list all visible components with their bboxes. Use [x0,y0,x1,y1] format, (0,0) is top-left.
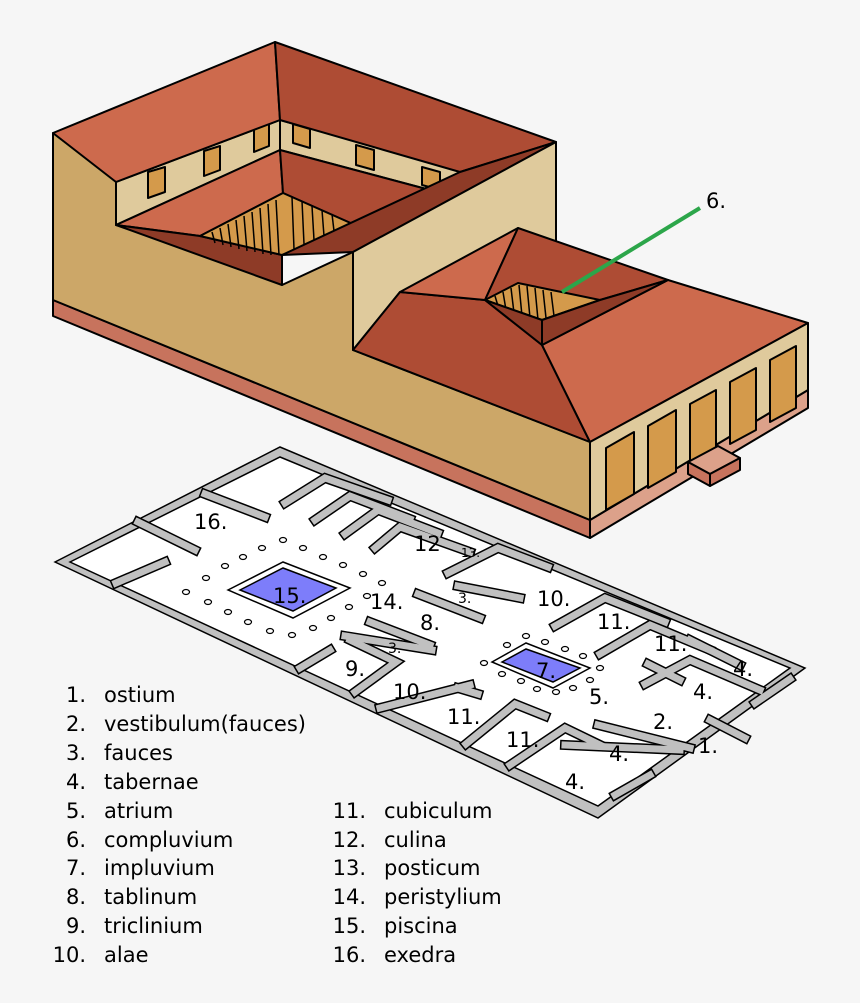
legend-term: piscina [384,914,458,938]
room-label-2: 2. [653,710,673,734]
door [647,409,677,489]
room-label-10b: 10. [393,680,426,704]
legend: 1. ostium 2. vestibulum(fauces) 3. fauce… [53,683,502,967]
legend-term: posticum [384,856,481,880]
legend-num: 10. [53,943,86,967]
room-label-3a: 3. [458,591,471,607]
legend-num: 15. [333,914,366,938]
room-label-4a: 4. [733,657,753,681]
room-label-10a: 10. [537,587,570,611]
legend-num: 3. [66,741,86,765]
legend-num: 12. [333,828,366,852]
impluvium-water [500,648,582,683]
room-label-5: 5. [589,685,609,709]
legend-num: 6. [66,828,86,852]
piscina-water [238,567,338,612]
room-label-1: 1. [698,734,718,758]
legend-term: culina [384,828,447,852]
entrance-step-side [687,461,711,487]
window [203,145,221,177]
legend-num: 16. [333,943,366,967]
room-label-11b: 11. [654,632,687,656]
peristyle-column-dots [181,536,387,639]
legend-num: 1. [66,683,86,707]
room-label-11a: 11. [597,610,630,634]
legend-term: peristylium [384,885,502,909]
peristyle-columns [211,196,335,256]
room-label-4c: 4. [609,742,629,766]
room-label-4d: 4. [565,770,585,794]
compluvium-inner-left [484,299,543,346]
window [147,166,166,199]
legend-term: triclinium [104,914,203,938]
legend-num: 14. [333,885,366,909]
legend-term: tabernae [104,770,199,794]
room-label-9: 9. [345,657,365,681]
window [355,144,375,171]
legend-term: impluvium [104,856,215,880]
floor-plan: 16. 12 13. 15. 14. 3. 10. 8. 11. 11. 3. … [53,446,807,819]
room-label-11c: 11. [447,705,480,729]
legend-term: fauces [104,741,173,765]
legend-num: 5. [66,799,86,823]
room-label-11d: 11. [506,728,539,752]
room-label-3b: 3. [388,641,401,657]
legend-term: exedra [384,943,456,967]
legend-num: 9. [66,914,86,938]
legend-num: 7. [66,856,86,880]
door [769,345,797,423]
room-label-7: 7. [536,659,556,683]
room-label-15: 15. [273,584,306,608]
legend-term: alae [104,943,149,967]
legend-num: 11. [333,799,366,823]
legend-term: vestibulum(fauces) [104,712,306,736]
plan-labels: 16. 12 13. 15. 14. 3. 10. 8. 11. 11. 3. … [194,510,753,794]
legend-term: ostium [104,683,176,707]
house-3d [52,41,809,539]
door [729,367,757,445]
room-label-14: 14. [370,590,403,614]
shop-doors [605,345,797,511]
room-label-8: 8. [420,611,440,635]
legend-term: cubiculum [384,799,492,823]
legend-num: 4. [66,770,86,794]
atrium-columns [494,284,555,321]
room-label-12: 12 [414,532,441,556]
legend-num: 13. [333,856,366,880]
legend-num: 2. [66,712,86,736]
room-label-16: 16. [194,510,227,534]
legend-term: atrium [104,799,173,823]
room-label-4b: 4. [693,680,713,704]
legend-term: compluvium [104,828,233,852]
legend-num: 8. [66,885,86,909]
room-label-13: 13. [461,546,480,560]
callout-line [560,206,702,294]
callout-label: 6. [706,189,726,213]
plan-partitions [109,472,797,802]
atrium-column-dots [479,632,605,696]
door [605,431,635,511]
legend-term: tablinum [104,885,197,909]
